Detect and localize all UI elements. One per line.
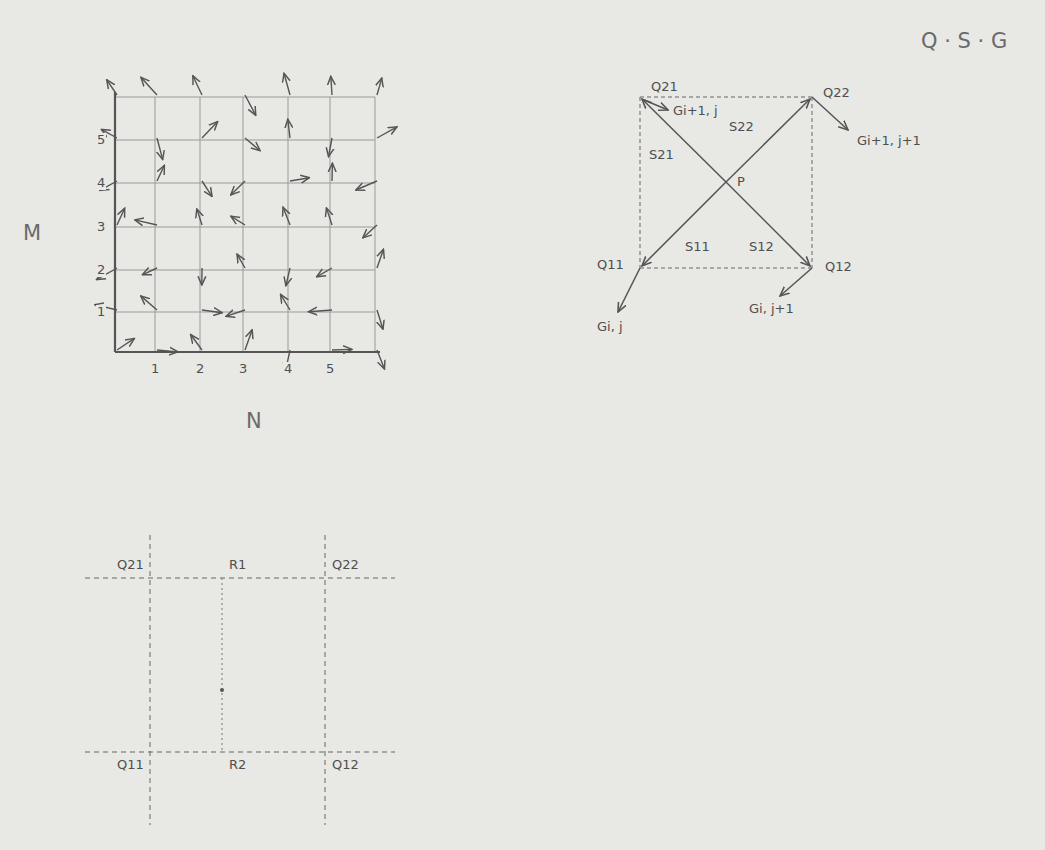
gradient-arrow — [141, 77, 157, 95]
gradient-arrow — [356, 181, 377, 190]
point-label: Q22 — [822, 86, 851, 100]
axis-number: 1 — [96, 305, 106, 319]
axis-number: 2 — [96, 263, 106, 277]
gradient-arrow — [135, 220, 157, 225]
gradient-arrow — [117, 338, 134, 350]
vector-label: Gi, j+1 — [748, 302, 795, 316]
axis-number: 2 — [195, 362, 205, 376]
vector-label: Gi+1, j — [672, 104, 719, 118]
gradient-arrow — [290, 178, 310, 181]
vector-label: S21 — [648, 148, 675, 162]
gradient-arrow — [245, 95, 256, 115]
gradient-arrow — [245, 138, 260, 151]
vector-label: Gi, j — [596, 320, 624, 334]
sample-point — [220, 688, 224, 692]
gradient-arrow — [377, 350, 385, 369]
cell-corners — [640, 97, 812, 268]
interpolation-lines — [85, 535, 395, 825]
gradient-arrow — [331, 163, 333, 181]
axis-label: N — [245, 410, 263, 433]
gradient-arrow — [377, 249, 384, 268]
gradient-arrow — [281, 294, 291, 310]
axis-number: 1 — [150, 362, 160, 376]
gradient-arrow — [363, 225, 377, 238]
point-label: P — [736, 175, 746, 189]
axis-number: 3 — [238, 362, 248, 376]
gradient-arrow — [283, 207, 290, 225]
vector-label: S11 — [684, 240, 711, 254]
gradient-vectors — [618, 97, 848, 312]
gradient-arrow — [107, 80, 117, 95]
axis-number: 3 — [96, 220, 106, 234]
gradient-arrow — [329, 138, 333, 157]
interpolation-line — [222, 578, 223, 752]
gradient-arrow — [142, 268, 157, 275]
gradient-arrow — [191, 335, 202, 351]
gradient-arrow — [231, 216, 245, 225]
gradient-arrow — [284, 73, 290, 95]
distance-vectors — [642, 99, 810, 266]
gradient-arrow — [157, 350, 178, 352]
axis-number: 4 — [283, 362, 293, 376]
point-label: Q11 — [116, 758, 145, 772]
gradient-arrow — [141, 296, 157, 310]
gradient-arrow — [202, 310, 222, 313]
gradient-arrow — [202, 181, 212, 197]
gradient-arrow — [332, 349, 352, 351]
grid-lines — [115, 97, 375, 352]
gradient-arrow — [326, 208, 332, 225]
point-label: Q21 — [650, 80, 679, 94]
gradient-arrow — [377, 127, 397, 138]
gradient-arrow — [308, 310, 332, 312]
gradient-arrow — [237, 254, 245, 268]
gradient-arrow — [377, 78, 382, 95]
gradient-arrow — [231, 181, 245, 195]
gradient-arrow — [226, 310, 245, 316]
point-label: Q22 — [331, 558, 360, 572]
point-label: R2 — [228, 758, 247, 772]
gradient-arrows — [95, 73, 397, 372]
gradient-arrow — [157, 138, 163, 160]
point-label: Q11 — [596, 258, 625, 272]
point-label: Q12 — [331, 758, 360, 772]
gradient-arrow — [202, 122, 218, 139]
axis-number: 5 — [96, 133, 106, 147]
vector-label: S22 — [728, 120, 755, 134]
point-label: Q21 — [116, 558, 145, 572]
point-label: R1 — [228, 558, 247, 572]
axis-label: M — [22, 222, 42, 245]
vector-label: Gi+1, j+1 — [856, 134, 922, 148]
gradient-arrow — [286, 268, 290, 286]
gradient-arrow — [117, 208, 125, 225]
gradient-arrow — [193, 76, 202, 95]
formula-label: Q · S · G — [920, 30, 1008, 53]
gradient-arrow — [201, 268, 203, 285]
gradient-arrow — [317, 268, 332, 277]
axis-number: 5 — [325, 362, 335, 376]
gradient-arrow — [377, 310, 383, 329]
axis-number: 4 — [96, 176, 106, 190]
axes — [115, 92, 380, 352]
gradient-arrow — [157, 165, 164, 181]
gradient-arrow — [245, 330, 252, 350]
gradient-arrow — [331, 76, 332, 95]
gradient-arrow — [197, 209, 202, 225]
vector-label: S12 — [748, 240, 775, 254]
point-label: Q12 — [824, 260, 853, 274]
gradient-arrow — [288, 119, 290, 138]
